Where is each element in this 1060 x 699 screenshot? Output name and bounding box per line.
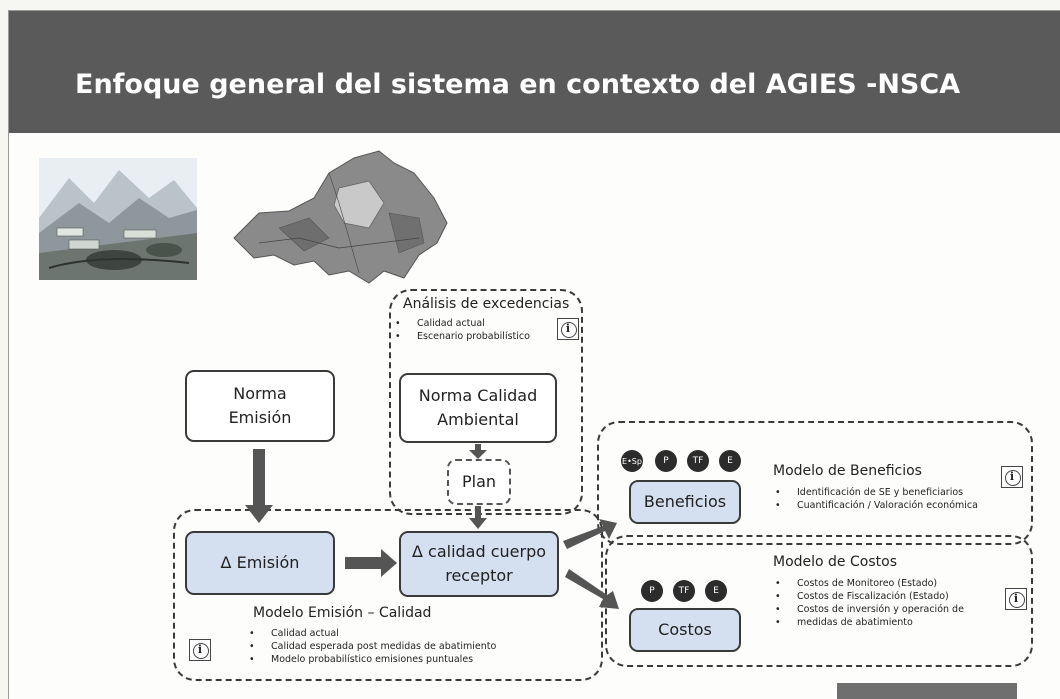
list-item: Calidad actual bbox=[247, 627, 496, 640]
emision-list: Calidad actual Calidad esperada post med… bbox=[247, 627, 496, 666]
beneficios-heading: Modelo de Beneficios bbox=[773, 463, 922, 479]
arrow-to-costos bbox=[565, 569, 619, 609]
arrow-plan-down-head bbox=[469, 518, 487, 529]
arrow-norma-calidad-down-head bbox=[469, 450, 487, 459]
arrow-norma-emision-down-head bbox=[245, 505, 273, 523]
circle-esp: E•Sp bbox=[621, 450, 643, 472]
analisis-region bbox=[389, 289, 583, 515]
arrow-to-beneficios bbox=[563, 519, 617, 549]
watershed-map bbox=[233, 150, 448, 284]
plan-box: Plan bbox=[447, 459, 511, 505]
beneficios-box: Beneficios bbox=[629, 480, 741, 524]
delta-calidad-box: Δ calidad cuerpo receptor bbox=[399, 531, 559, 597]
arrow-norma-calidad-down bbox=[475, 444, 481, 450]
circle-p: P bbox=[655, 450, 677, 472]
list-item: Identificación de SE y beneficiarios bbox=[773, 486, 978, 499]
diagram-arrows bbox=[245, 444, 619, 609]
title-bar: Enfoque general del sistema en contexto … bbox=[9, 11, 1060, 133]
beneficios-region bbox=[597, 421, 1033, 545]
list-item: Costos de inversión y operación de bbox=[773, 603, 964, 616]
slide: Enfoque general del sistema en contexto … bbox=[8, 10, 1060, 699]
list-item: medidas de abatimiento bbox=[773, 616, 964, 629]
analisis-heading: Análisis de excedencias bbox=[403, 296, 570, 312]
costos-list: Costos de Monitoreo (Estado) Costos de F… bbox=[773, 577, 964, 629]
circle-p: P bbox=[641, 580, 663, 602]
circle-e: E bbox=[705, 580, 727, 602]
costos-box: Costos bbox=[629, 608, 741, 652]
arrow-emision-calidad bbox=[345, 557, 381, 569]
slide-title: Enfoque general del sistema en contexto … bbox=[75, 69, 961, 100]
list-item: Modelo probabilístico emisiones puntuale… bbox=[247, 653, 496, 666]
circle-tf: TF bbox=[687, 450, 709, 472]
norma-calidad-box: Norma Calidad Ambiental bbox=[399, 373, 557, 443]
analisis-list: Calidad actual Escenario probabilístico bbox=[393, 317, 530, 343]
circle-e: E bbox=[719, 450, 741, 472]
list-item: Costos de Monitoreo (Estado) bbox=[773, 577, 964, 590]
thumbnail bbox=[837, 683, 1017, 699]
arrow-emision-calidad-head bbox=[381, 549, 397, 577]
list-item: Cuantificación / Valoración económica bbox=[773, 499, 978, 512]
beneficios-list: Identificación de SE y beneficiarios Cua… bbox=[773, 486, 978, 512]
emision-heading: Modelo Emisión – Calidad bbox=[253, 605, 432, 621]
info-icon[interactable]: i bbox=[1005, 588, 1027, 610]
landscape-illustration bbox=[39, 158, 197, 280]
circle-tf: TF bbox=[673, 580, 695, 602]
arrow-plan-down bbox=[475, 506, 481, 518]
list-item: Calidad actual bbox=[393, 317, 530, 330]
list-item: Calidad esperada post medidas de abatimi… bbox=[247, 640, 496, 653]
arrow-norma-emision-down bbox=[253, 449, 265, 505]
list-item: Costos de Fiscalización (Estado) bbox=[773, 590, 964, 603]
norma-emision-box: Norma Emisión bbox=[185, 370, 335, 442]
info-icon[interactable]: i bbox=[557, 318, 579, 340]
costos-heading: Modelo de Costos bbox=[773, 554, 897, 570]
info-icon[interactable]: i bbox=[1001, 466, 1023, 488]
list-item: Escenario probabilístico bbox=[393, 330, 530, 343]
delta-emision-box: Δ Emisión bbox=[185, 531, 335, 595]
info-icon[interactable]: i bbox=[189, 639, 211, 661]
